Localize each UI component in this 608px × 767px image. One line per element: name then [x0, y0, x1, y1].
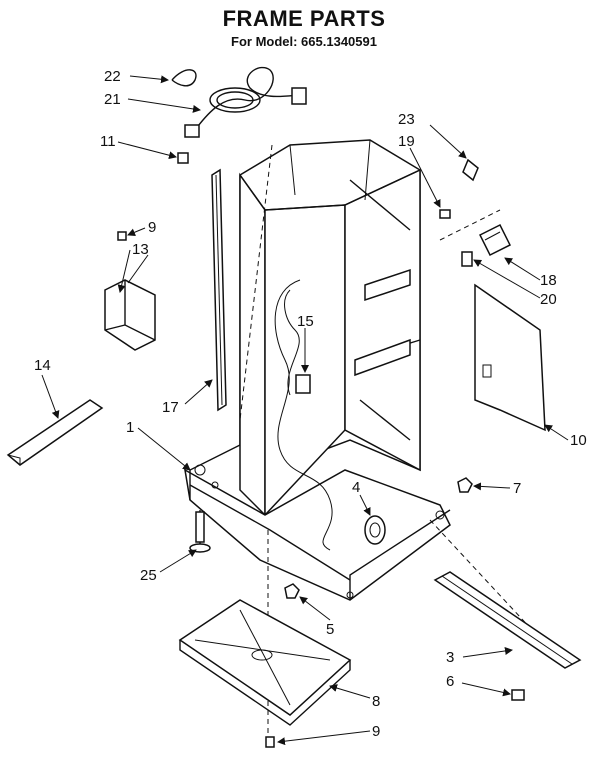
- base-rail-part-3: [433, 571, 582, 669]
- callout-19: 19: [398, 133, 415, 150]
- callout-8: 8: [372, 693, 380, 710]
- callout-4: 4: [352, 479, 360, 496]
- nut-part-7: [457, 477, 473, 493]
- callout-11: 11: [100, 133, 116, 150]
- screw-part-6: [511, 689, 525, 701]
- callout-10: 10: [570, 432, 587, 449]
- screw-part-9-bottom: [265, 736, 275, 748]
- callout-15: 15: [297, 313, 314, 330]
- callout-21: 21: [104, 91, 121, 108]
- side-panel-part-10: [474, 283, 546, 432]
- screw-part-23: [462, 158, 479, 182]
- drip-tray-part-8: [178, 599, 352, 726]
- nut-part-5: [284, 583, 300, 599]
- screw-part-19: [439, 209, 451, 219]
- callout-25: 25: [140, 567, 157, 584]
- callout-20: 20: [540, 291, 557, 308]
- model-subtitle: For Model: 665.1340591: [231, 34, 377, 49]
- capacitor-part-4: [364, 515, 386, 545]
- foam-strip-part-14: [6, 399, 104, 466]
- callout-9-bottom: 9: [372, 723, 380, 740]
- callout-18: 18: [540, 272, 557, 289]
- callout-9-top: 9: [148, 219, 156, 236]
- callout-3: 3: [446, 649, 454, 666]
- callout-22: 22: [104, 68, 121, 85]
- callout-7: 7: [513, 480, 521, 497]
- diagram-title: FRAME PARTS: [222, 6, 386, 31]
- callout-6: 6: [446, 673, 454, 690]
- relay-bracket-part-18: [478, 223, 512, 257]
- callout-labels: 22 21 11 9 13 14 17 1 15 23 19 18 20 10 …: [34, 68, 587, 740]
- callout-5: 5: [326, 621, 334, 638]
- clip-part-20: [461, 251, 473, 267]
- leveling-foot-part-25: [189, 510, 211, 553]
- switch-part-15: [295, 374, 311, 394]
- cover-bracket-part-13: [104, 279, 156, 351]
- screw-part-11: [177, 152, 189, 164]
- screw-part-9-top: [117, 231, 127, 241]
- callout-23: 23: [398, 111, 415, 128]
- power-cord-part-21: [184, 66, 307, 138]
- callout-1: 1: [126, 419, 134, 436]
- callout-17: 17: [162, 399, 179, 416]
- callout-14: 14: [34, 357, 51, 374]
- callout-leaders: [41, 75, 569, 746]
- callout-13: 13: [132, 241, 149, 258]
- cord-clamp-part-22: [171, 69, 197, 87]
